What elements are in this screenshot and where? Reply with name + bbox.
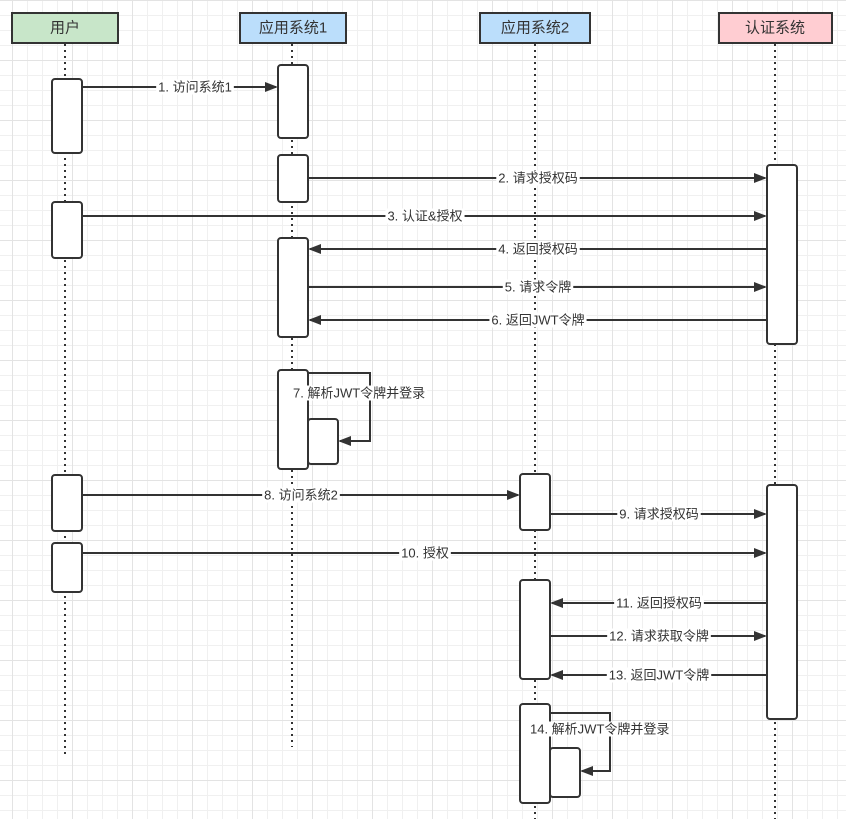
arrowhead-icon — [338, 436, 351, 446]
arrowhead-icon — [507, 490, 520, 500]
arrowhead-icon — [308, 315, 321, 325]
participant-app1[interactable]: 应用系统1 — [239, 12, 347, 44]
message-label: 5. 请求令牌 — [505, 280, 571, 295]
message-step-14[interactable]: 14. 解析JWT令牌并登录 — [528, 712, 672, 776]
message-step-13[interactable]: 13. 返回JWT令牌 — [550, 667, 767, 683]
message-label-background — [617, 506, 701, 522]
message-label: 7. 解析JWT令牌并登录 — [293, 386, 425, 401]
messages: 1. 访问系统1 2. 请求授权码 3. 认证&授权 4. 返回授权码 5. 请求令牌 6… — [82, 79, 767, 776]
message-label: 2. 请求授权码 — [498, 171, 577, 186]
activation-bar-app2[interactable] — [519, 703, 551, 804]
message-label-background — [399, 545, 451, 561]
arrowhead-icon — [754, 282, 767, 292]
participant-label: 应用系统2 — [501, 19, 569, 37]
participant-box — [718, 12, 833, 44]
message-label-background — [606, 667, 712, 683]
message-step-4[interactable]: 4. 返回授权码 — [308, 241, 767, 257]
arrowhead-icon — [580, 766, 593, 776]
message-label-background — [607, 628, 711, 644]
message-step-11[interactable]: 11. 返回授权码 — [550, 595, 767, 611]
arrowhead-icon — [754, 173, 767, 183]
arrowhead-icon — [550, 598, 563, 608]
message-label-background — [156, 79, 234, 95]
message-step-1[interactable]: 1. 访问系统1 — [82, 79, 278, 95]
message-label: 8. 访问系统2 — [264, 488, 338, 503]
participant-box — [239, 12, 347, 44]
activation-bars — [51, 64, 798, 804]
participant-box — [11, 12, 119, 44]
self-message-line — [308, 372, 371, 442]
message-step-2[interactable]: 2. 请求授权码 — [308, 170, 767, 186]
message-label: 13. 返回JWT令牌 — [609, 668, 709, 683]
activation-bar-app1[interactable] — [277, 237, 309, 338]
arrowhead-icon — [265, 82, 278, 92]
message-step-10[interactable]: 10. 授权 — [82, 545, 767, 561]
message-step-3[interactable]: 3. 认证&授权 — [82, 208, 767, 224]
message-label-background — [291, 385, 428, 401]
activation-bar-user[interactable] — [51, 201, 83, 259]
message-label-background — [502, 279, 574, 295]
message-step-8[interactable]: 8. 访问系统2 — [82, 487, 520, 503]
activation-bar-app2-nested[interactable] — [549, 747, 581, 798]
message-label: 4. 返回授权码 — [498, 242, 577, 257]
self-message-line — [550, 712, 611, 772]
activation-bar-app1-nested[interactable] — [307, 418, 339, 465]
message-step-9[interactable]: 9. 请求授权码 — [550, 506, 767, 522]
message-label: 3. 认证&授权 — [387, 209, 462, 224]
activation-bar-app2[interactable] — [519, 579, 551, 680]
message-step-12[interactable]: 12. 请求获取令牌 — [550, 628, 767, 644]
message-label-background — [528, 721, 672, 737]
participant-user[interactable]: 用户 — [11, 12, 119, 44]
message-label: 6. 返回JWT令牌 — [491, 313, 584, 328]
message-label-background — [496, 170, 580, 186]
activation-bar-app2[interactable] — [519, 473, 551, 531]
message-label: 1. 访问系统1 — [158, 80, 232, 95]
message-label: 14. 解析JWT令牌并登录 — [530, 722, 669, 737]
message-label-background — [385, 208, 465, 224]
activation-bar-user[interactable] — [51, 78, 83, 154]
participant-label: 认证系统 — [745, 20, 805, 37]
arrowhead-icon — [754, 548, 767, 558]
participants: 用户 应用系统1 应用系统2 认证系统 — [11, 12, 833, 44]
activation-bar-auth[interactable] — [766, 164, 798, 345]
message-label-background — [496, 241, 580, 257]
message-label-background — [614, 595, 704, 611]
participant-label: 用户 — [50, 20, 80, 37]
arrowhead-icon — [550, 670, 563, 680]
activation-bar-app1[interactable] — [277, 154, 309, 203]
message-label-background — [262, 487, 340, 503]
message-step-7[interactable]: 7. 解析JWT令牌并登录 — [291, 372, 428, 446]
arrowhead-icon — [754, 631, 767, 641]
message-label: 11. 返回授权码 — [616, 596, 702, 611]
arrowhead-icon — [754, 211, 767, 221]
message-label: 12. 请求获取令牌 — [609, 629, 709, 644]
message-step-6[interactable]: 6. 返回JWT令牌 — [308, 312, 767, 328]
lifelines — [64, 44, 776, 819]
participant-auth[interactable]: 认证系统 — [718, 12, 833, 44]
activation-bar-app1[interactable] — [277, 64, 309, 139]
arrowhead-icon — [308, 244, 321, 254]
activation-bar-user[interactable] — [51, 474, 83, 532]
message-label: 9. 请求授权码 — [619, 507, 698, 522]
participant-label: 应用系统1 — [259, 19, 327, 37]
activation-bar-user[interactable] — [51, 542, 83, 593]
participant-box — [479, 12, 591, 44]
activation-bar-auth[interactable] — [766, 484, 798, 720]
arrowhead-icon — [754, 509, 767, 519]
message-label-background — [489, 312, 587, 328]
message-step-5[interactable]: 5. 请求令牌 — [308, 279, 767, 295]
participant-app2[interactable]: 应用系统2 — [479, 12, 591, 44]
message-label: 10. 授权 — [401, 546, 449, 561]
